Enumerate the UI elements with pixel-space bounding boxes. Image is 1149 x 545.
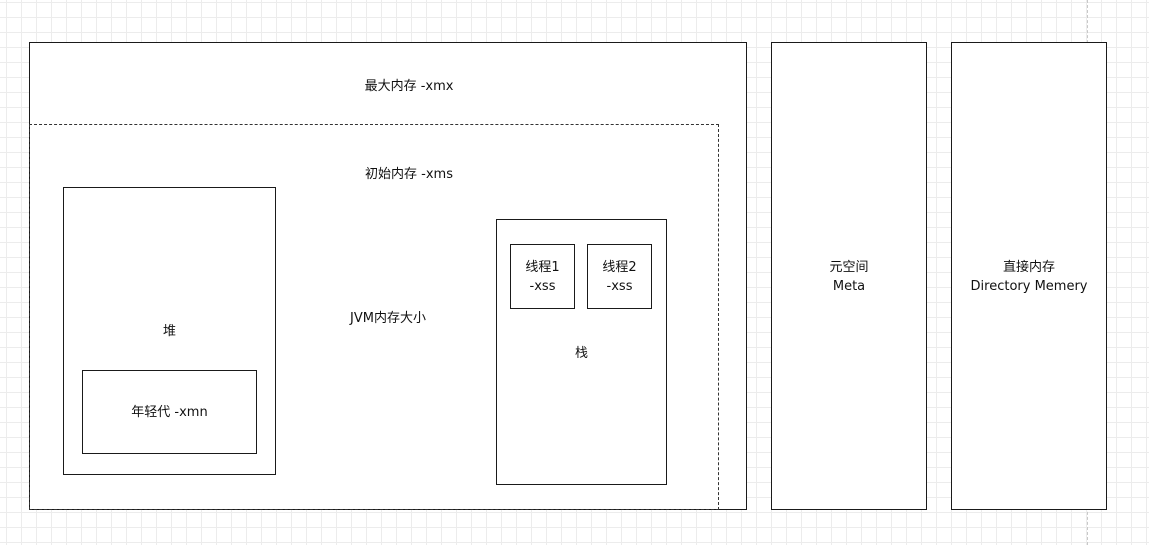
initial-memory-label: 初始内存 -xms: [365, 167, 453, 182]
metaspace-subtitle: Meta: [832, 279, 866, 294]
direct-memory-subtitle: Directory Memery: [970, 279, 1088, 294]
young-gen-label: 年轻代 -xmn: [131, 405, 208, 420]
heap-box: [63, 187, 276, 475]
stack-box: [496, 219, 667, 485]
thread-2-param: -xss: [606, 279, 633, 294]
direct-memory-title: 直接内存: [1002, 260, 1055, 275]
young-gen-box: [82, 370, 257, 454]
max-memory-label: 最大内存 -xmx: [364, 79, 454, 94]
initial-memory-box: [29, 124, 719, 510]
thread-2-box: [587, 244, 652, 309]
stack-label: 栈: [574, 346, 588, 361]
direct-memory-label: 直接内存 Directory Memery: [951, 258, 1107, 296]
thread-1-param: -xss: [529, 279, 556, 294]
jvm-size-label: JVM内存大小: [350, 311, 426, 326]
metaspace-box: [771, 42, 927, 510]
max-memory-box: [29, 42, 747, 510]
heap-label: 堆: [162, 324, 176, 339]
direct-memory-box: [951, 42, 1107, 510]
thread-1-box: [510, 244, 575, 309]
thread-2-name: 线程2: [602, 260, 637, 275]
metaspace-title: 元空间: [829, 260, 869, 275]
metaspace-label: 元空间 Meta: [771, 258, 927, 296]
thread-1-label: 线程1 -xss: [510, 258, 575, 296]
thread-1-name: 线程1: [525, 260, 560, 275]
thread-2-label: 线程2 -xss: [587, 258, 652, 296]
